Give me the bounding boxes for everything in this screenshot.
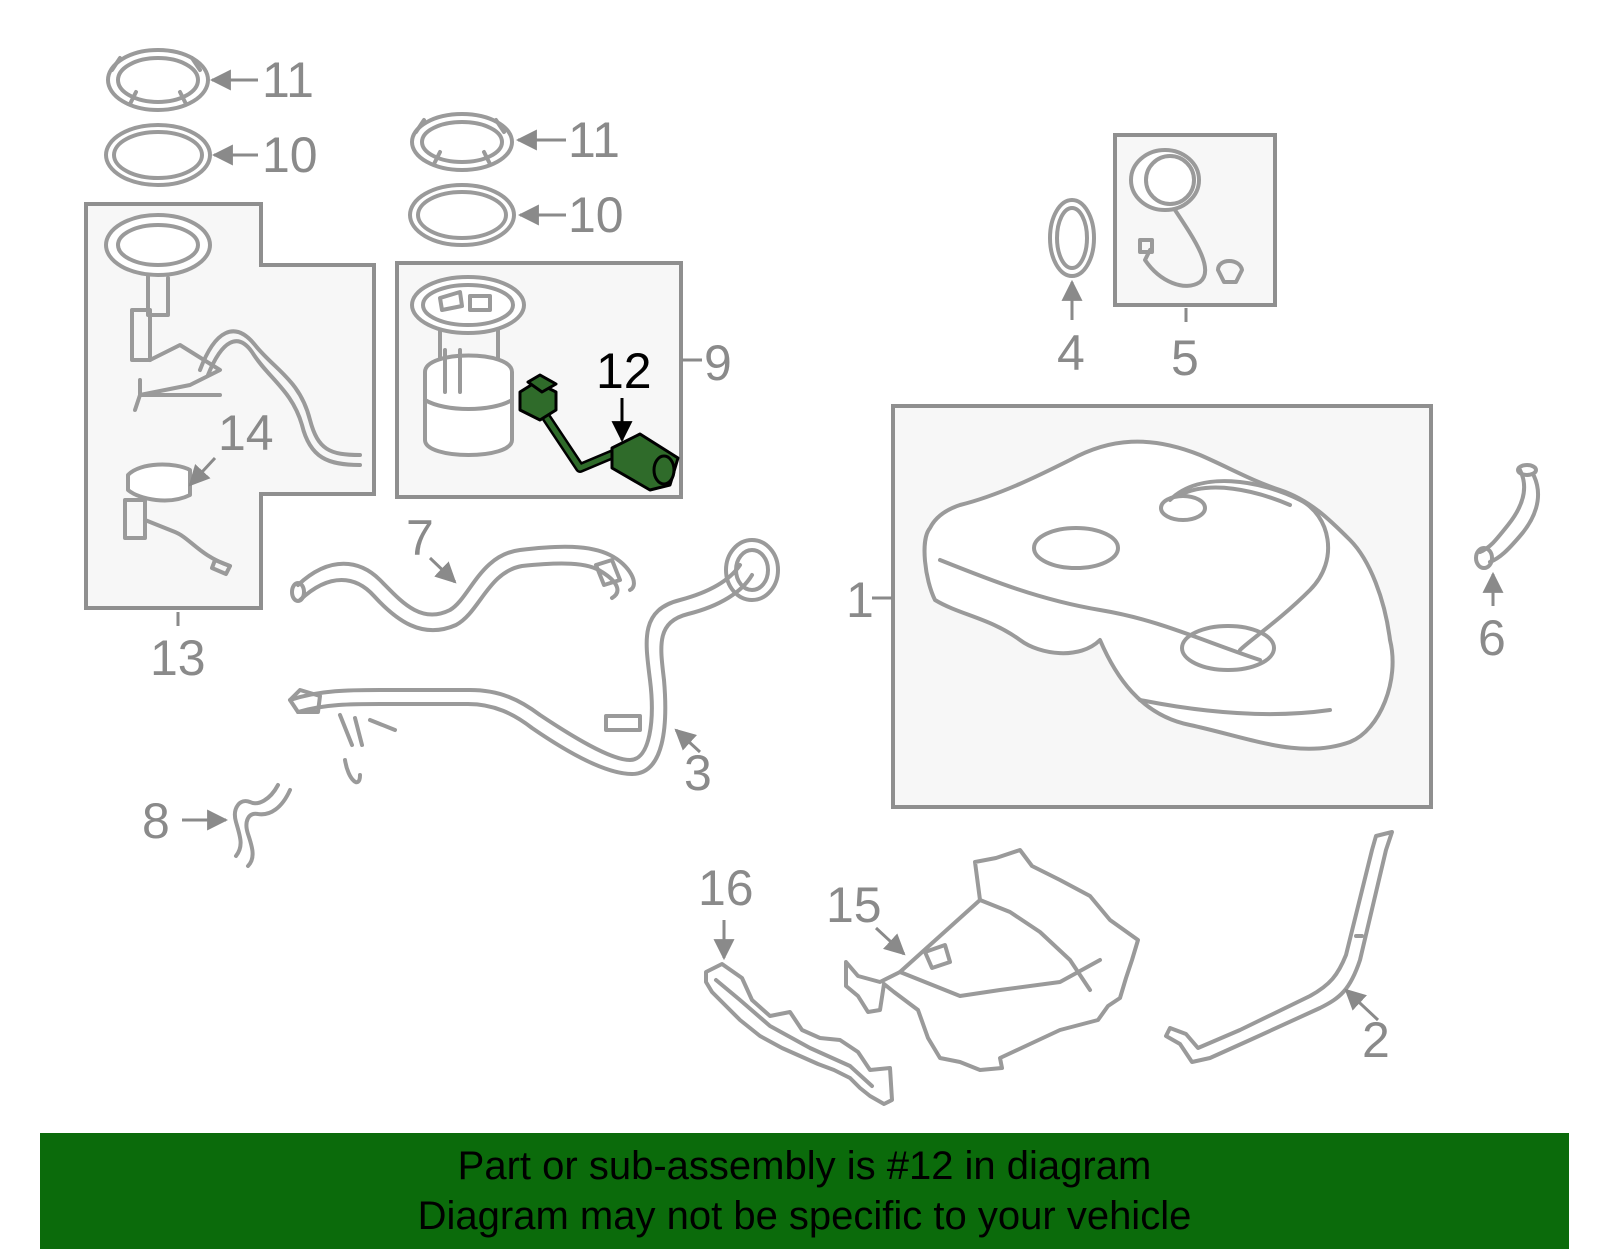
callout-8: 8 [142,793,170,849]
banner-line-disclaimer: Diagram may not be specific to your vehi… [417,1194,1192,1238]
callout-15: 15 [826,877,882,933]
callout-5: 5 [1171,330,1199,386]
callout-3: 3 [684,745,712,801]
callout-10-center: 10 [568,187,624,243]
callout-6: 6 [1478,610,1506,666]
part-3-filler-pipe [288,538,780,785]
part-1-fuel-tank [922,439,1395,751]
callout-7: 7 [406,510,434,566]
part-2-tank-strap [1164,830,1394,1064]
part-7-vent-hose [290,544,636,633]
callout-1: 1 [846,572,874,628]
assembly-13-box [84,202,376,610]
part-11-lock-ring-center [410,112,514,172]
callout-12: 12 [596,343,652,399]
part-8-hose [233,783,292,868]
part-16-heat-shield [704,962,894,1106]
part-9-fuel-pump-module [410,275,526,457]
part-10-gasket-left [104,123,212,187]
part-15-heat-shield [844,848,1140,1072]
part-10-gasket-center [408,183,516,247]
banner-line-part-number: Part or sub-assembly is #12 in diagram [457,1144,1152,1188]
callout-13: 13 [150,630,206,686]
callout-4: 4 [1057,325,1085,381]
callout-9: 9 [704,335,732,391]
callout-16: 16 [698,860,754,916]
callout-14: 14 [218,405,274,461]
part-5-fuel-cap [1129,148,1244,288]
part-12-fuel-level-sender [518,373,680,492]
part-11-lock-ring-left [106,48,210,112]
callout-11-left: 11 [262,52,314,108]
part-6-hose [1474,463,1540,570]
part-14-level-sensor [123,462,232,576]
info-banner: Part or sub-assembly is #12 in diagram D… [40,1133,1569,1249]
callout-11-center: 11 [568,112,620,168]
part-4-seal [1048,198,1096,278]
part-13-sender-assembly [104,213,362,467]
callout-10-left: 10 [262,127,318,183]
callout-2: 2 [1362,1012,1390,1068]
